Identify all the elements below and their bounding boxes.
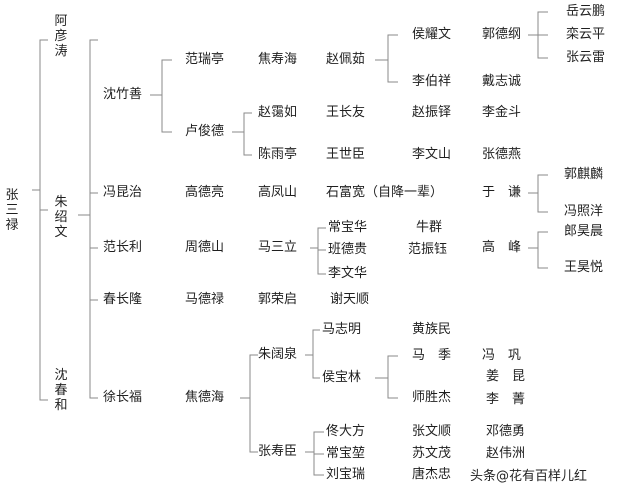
gen5-xie: 谢天顺: [330, 292, 370, 307]
gen5-hou: 侯宝林: [322, 370, 362, 385]
gen2-shen: 沈竹善: [103, 87, 143, 102]
gen6-libx: 李伯祥: [412, 74, 452, 89]
gen5-zhaopr: 赵佩茹: [326, 52, 366, 67]
gen2-chun: 春长隆: [103, 292, 143, 307]
gen1-c: 沈春和: [54, 368, 68, 413]
gen4-masl: 马三立: [258, 240, 298, 255]
gen2-xu: 徐长福: [103, 390, 143, 405]
gen5-cang: 常宝华: [328, 220, 368, 235]
gen5-dong: 佟大方: [326, 424, 366, 439]
gen4-zhu: 朱阔泉: [258, 347, 298, 362]
gen5-ban: 班德贵: [328, 242, 368, 257]
gen3-jiao: 焦德海: [185, 390, 225, 405]
gen8-luanyp: 栾云平: [566, 27, 606, 42]
gen6-huang: 黄族民: [412, 322, 452, 337]
gen3-lu: 卢俊德: [185, 124, 225, 139]
gen4-chen: 陈雨亭: [258, 147, 298, 162]
gen4-jiaosh: 焦寿海: [258, 52, 298, 67]
gen4-gaofs: 高凤山: [258, 185, 298, 200]
gen6-suwm: 苏文茂: [412, 446, 452, 461]
gen2-feng: 冯昆治: [103, 185, 143, 200]
gen7-fengg: 冯 巩: [482, 348, 522, 363]
gen6-zhangws: 张文顺: [412, 424, 452, 439]
gen8-zhangyl: 张云雷: [566, 50, 606, 65]
gen6-gaof: 高 峰: [482, 240, 522, 255]
gen5-changbj: 常宝堃: [326, 446, 366, 461]
gen2-fanc: 范长利: [103, 240, 143, 255]
gen8-fengzy: 冯照洋: [564, 204, 604, 219]
gen8-wanghy: 王昊悦: [564, 260, 604, 275]
gen8-yueyp: 岳云鹏: [566, 4, 606, 19]
gen7-jiangk: 姜 昆: [486, 369, 526, 384]
gen5-shi: 石富宽（自降一辈）: [326, 185, 444, 200]
gen6-liws: 李文山: [412, 147, 452, 162]
gen7-lijd: 李金斗: [482, 105, 522, 120]
gen6-tang: 唐杰忠: [412, 467, 452, 482]
gen4-zhang: 张寿臣: [258, 444, 298, 459]
root-name: 张三禄: [5, 188, 19, 233]
gen5-liuwz: 刘宝瑞: [326, 467, 366, 482]
gen4-zhao: 赵霭如: [258, 105, 298, 120]
gen7-dengy: 邓德勇: [486, 424, 526, 439]
gen1-a: 阿彦涛: [54, 14, 68, 59]
gen6-niu: 牛群: [416, 220, 443, 235]
gen5-wangsc: 王世臣: [326, 147, 366, 162]
gen5-liwh: 李文华: [328, 266, 368, 281]
gen6-houyw: 侯耀文: [412, 27, 452, 42]
gen7-guodg: 郭德纲: [482, 27, 522, 42]
gen3-ma: 马德禄: [185, 292, 225, 307]
watermark-text: 头条@花有百样儿红: [470, 469, 588, 484]
gen3-zhou: 周德山: [185, 240, 225, 255]
gen1-b: 朱绍文: [54, 195, 68, 240]
gen6-shisj: 师胜杰: [412, 390, 452, 405]
gen8-guoql: 郭麒麟: [564, 167, 604, 182]
gen3-gao: 高德亮: [185, 185, 225, 200]
gen3-fanrt: 范瑞亭: [185, 52, 225, 67]
gen5-mazm: 马志明: [322, 322, 362, 337]
gen7-zhaowz: 赵伟洲: [486, 446, 526, 461]
gen5-wangcy: 王长友: [326, 105, 366, 120]
gen7-lij: 李 菁: [486, 392, 526, 407]
gen8-chenhc: 郎昊晨: [564, 224, 604, 239]
gen6-yuq: 于 谦: [482, 185, 522, 200]
gen6-zhaozd: 赵振铎: [412, 105, 452, 120]
gen6-maj: 马 季: [412, 348, 452, 363]
gen4-guo: 郭荣启: [258, 292, 298, 307]
gen6-fanzh: 范振钰: [408, 242, 448, 257]
gen7-zhangdy: 张德燕: [482, 147, 522, 162]
gen7-daizc: 戴志诚: [482, 74, 522, 89]
